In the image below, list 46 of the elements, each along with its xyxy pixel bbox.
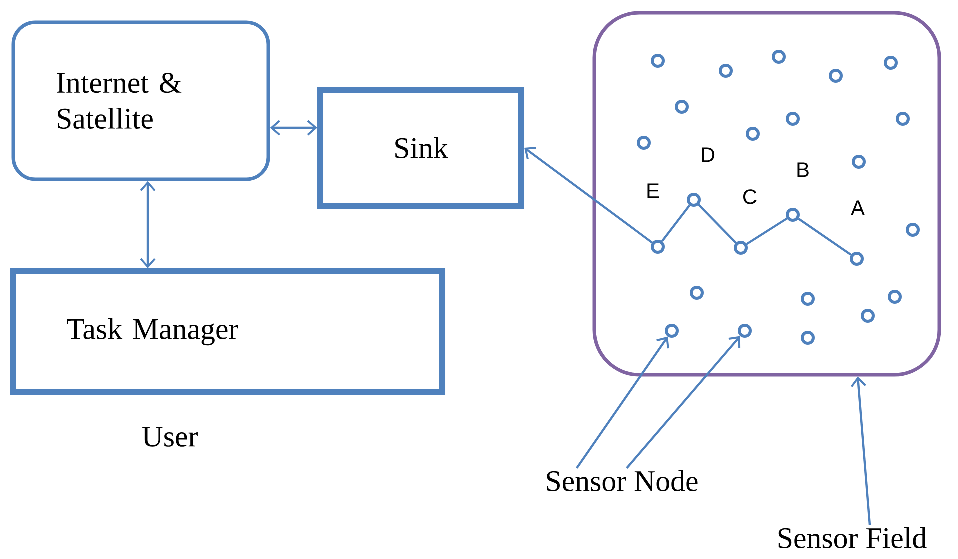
connection-line [661,204,691,242]
sensor-node-circle [801,331,815,345]
sensor-node-circle [772,50,786,64]
sensor-node-circle [738,324,752,338]
sensor-node-circle [690,286,704,300]
sensor-node-circle [665,324,679,338]
sensor-node-circle [637,136,651,150]
field-box [592,11,942,377]
sensor-node-circle [906,223,920,237]
leader-arrow [626,336,741,469]
sensor-node-circle [861,309,875,323]
sensor-node-circle [786,208,800,222]
sensor-node-circle [734,241,748,255]
rounded-box: Internet & Satellite [12,20,270,182]
sensor-node-circle [786,112,800,126]
node-letter: E [648,184,660,198]
sensor-node-circle [888,290,902,304]
sensor-node-circle [651,54,665,68]
caption-text: User [142,427,198,447]
sensor-node-circle [719,64,733,78]
connection-line [746,218,788,246]
leader-arrow [576,336,670,469]
sensor-node-circle [850,252,864,266]
connection-line [798,218,852,256]
sensor-node-circle [829,69,843,83]
sensor-node-circle [651,240,665,254]
arrow [524,147,654,244]
node-letter: A [851,200,865,216]
node-letter: C [744,190,757,204]
double-arrow [140,181,156,268]
double-arrow [270,120,318,136]
callout-text: Sensor Field [778,527,927,548]
process-box: Task Manager [10,268,446,396]
connection-line [698,204,737,244]
node-letter: D [702,148,715,162]
sensor-node-circle [884,56,898,70]
leader-arrow [850,376,872,526]
sensor-node-circle [675,100,689,114]
node-letter: B [798,162,809,178]
sensor-node-circle [687,193,701,207]
callout-text: Sensor Node [547,470,698,492]
sensor-node-circle [896,112,910,126]
sensor-node-circle [852,155,866,169]
sensor-node-circle [746,127,760,141]
sensor-node-circle [801,292,815,306]
process-box: Sink [318,87,524,209]
